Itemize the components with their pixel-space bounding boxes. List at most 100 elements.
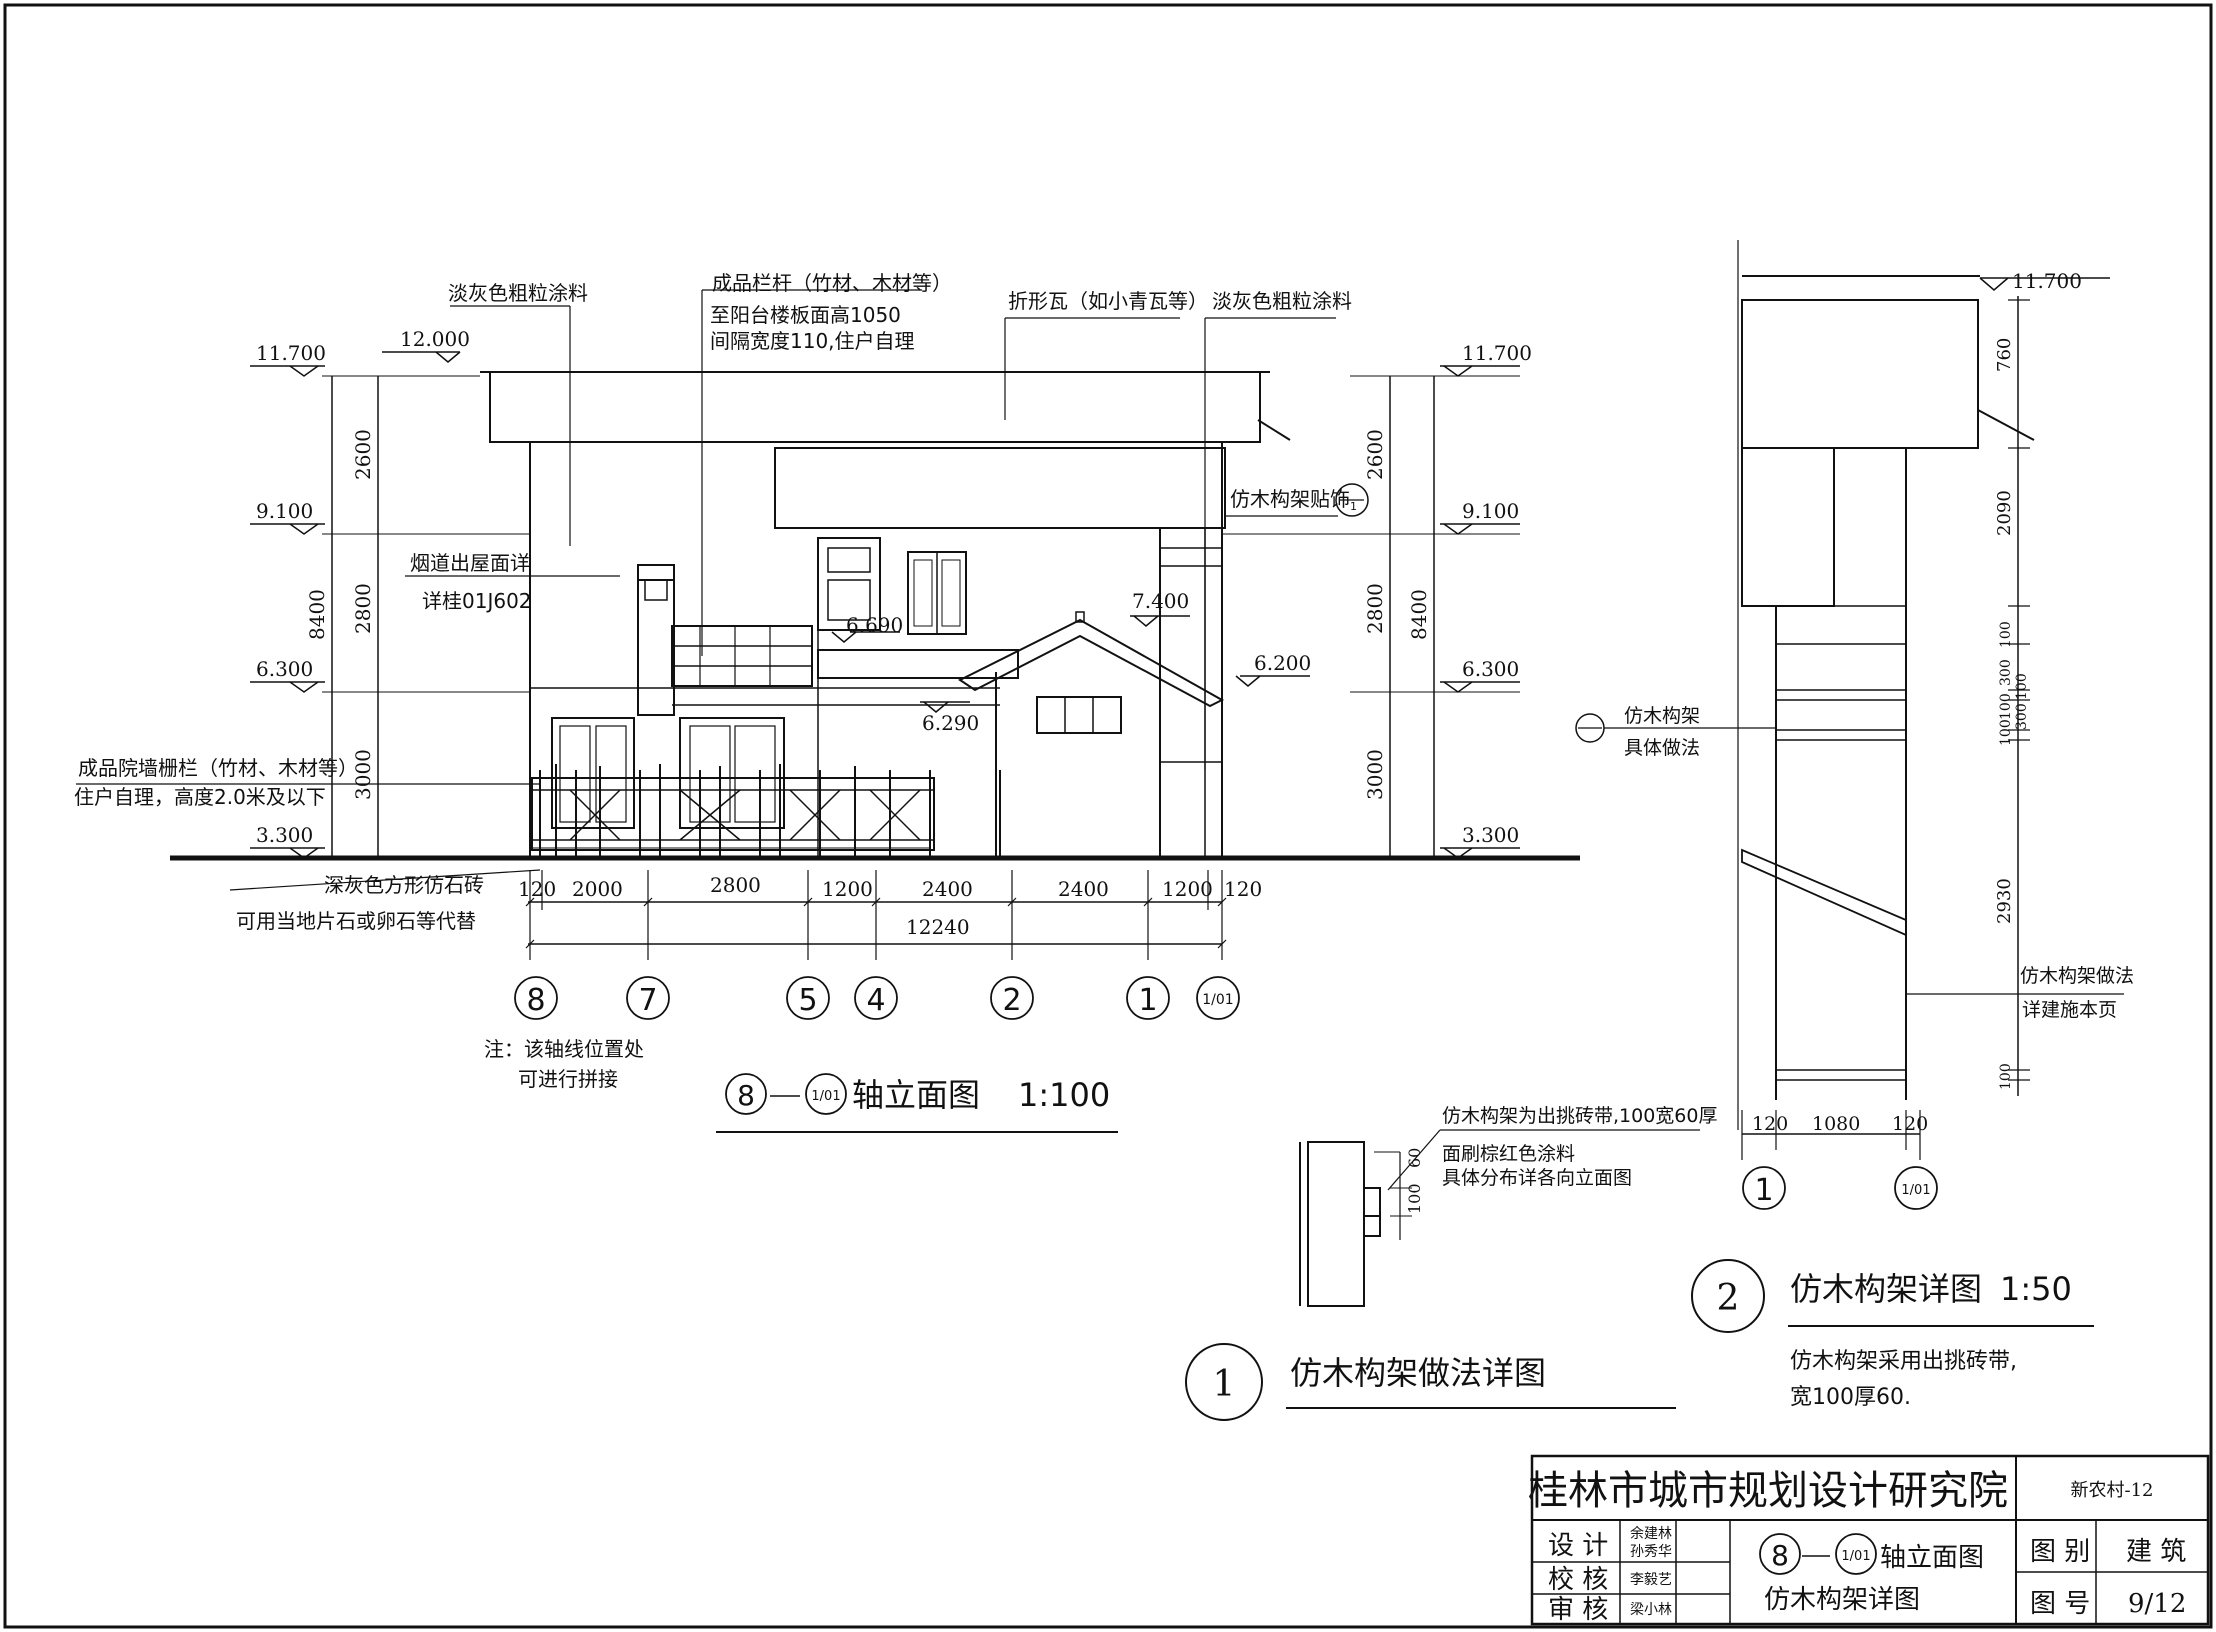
project-code: 新农村-12 [2071,1480,2154,1501]
dim-text: 100 [1998,1063,2014,1090]
level-mark: 7.400 [1132,589,1189,613]
dim-text: 100 [2014,673,2030,700]
dim-text: 120 [518,877,556,901]
level-mark: 11.700 [256,341,326,365]
detail1-number: 1 [1213,1364,1236,1405]
dim-text: 1200 [822,877,873,901]
callout-label: 具体做法 [1624,737,1700,759]
note-coating: 淡灰色粗粒涂料 [448,281,588,305]
note-plinth: 深灰色方形仿石砖 [324,873,484,897]
detail2-scale: 1:50 [2000,1270,2072,1308]
level-mark: 3.300 [256,823,313,847]
dim-text: 300 [2014,703,2030,730]
title-block: 桂林市城市规划设计研究院 新农村-12 设 计 余建林 孙秀华 校 核 李毅艺 … [1528,1454,2210,1626]
axis-label: 1/01 [1901,1183,1930,1198]
drawing-name: 仿木构架详图 [1764,1585,1920,1615]
note-fence: 住户自理，高度2.0米及以下 [74,785,326,809]
detail2-roof [1741,299,1979,449]
detail1-note: 面刷棕红色涂料 [1442,1143,1575,1165]
checker-name: 李毅艺 [1630,1571,1672,1588]
dim-text: 100 [1998,621,2014,648]
elevation-scale: 1:100 [1018,1076,1110,1114]
level-mark: 9.100 [1462,499,1519,523]
axis-label: 7 [638,983,657,1018]
axis-label: 4 [866,983,885,1018]
dim-text: 120 [1892,1113,1928,1135]
dim-text: 2000 [572,877,623,901]
dim-text: 2090 [1994,490,2015,536]
detail1-note: 仿木构架为出挑砖带,100宽60厚 [1442,1105,1717,1127]
upper-roof-band [774,447,1226,529]
dim-text: 2800 [710,873,761,897]
dim-text: 2400 [1058,877,1109,901]
dim-text: 100 [1405,1183,1424,1214]
level-mark: 6.690 [846,613,903,637]
upper-railing [817,649,1019,679]
dim-text: 1200 [1162,877,1213,901]
dim-text: 300 [1998,659,2014,686]
reviewer-name: 梁小林 [1630,1602,1672,1618]
dim-text: 8400 [1407,589,1431,640]
axis-label: 1 [1754,1173,1773,1208]
note-coating: 淡灰色粗粒涂料 [1212,289,1352,313]
callout-label: 仿木构架 [1624,705,1700,727]
plinth [529,847,931,859]
balcony-railing [671,625,813,687]
level-mark: 11.700 [2012,269,2082,293]
dim-text: 2930 [1994,878,2015,924]
level-mark: 11.700 [1462,341,1532,365]
dim-text: 2800 [351,583,375,634]
axis-label: 1 [1138,983,1157,1018]
elevation-title: 轴立面图 [852,1076,980,1114]
note-railing: 至阳台楼板面高1050 [710,303,901,327]
yard-fence [531,764,1001,858]
detail1-note: 具体分布详各向立面图 [1442,1167,1632,1189]
dim-text: 1080 [1812,1113,1860,1135]
note-roof: 折形瓦（如小青瓦等） [1008,289,1208,313]
axis-label: 8 [526,983,545,1018]
level-mark: 6.300 [256,657,313,681]
ground-door [551,717,635,829]
main-roof [489,371,1261,443]
tag-circle-num: 1 [1350,500,1357,513]
ground-door [679,717,785,829]
drawing-name: 轴立面图 [1880,1543,1984,1573]
chimney [637,564,675,716]
title-axis-from: 8 [737,1079,755,1112]
dim-text: 2600 [1363,429,1387,480]
note-railing: 成品栏杆（竹材、木材等） [712,271,952,295]
dim-text: 12240 [906,915,970,939]
detail-1-drawing: 60 100 仿木构架为出挑砖带,100宽60厚 面刷棕红色涂料 具体分布详各向… [1185,1105,1717,1421]
dim-text: 100 [1998,719,2014,746]
detail1-title: 仿木构架做法详图 [1290,1354,1546,1392]
note-frame: 仿木构架贴饰 [1230,487,1350,511]
category-label: 图 别 [2030,1537,2090,1567]
drawing-axis-from: 8 [1771,1539,1789,1572]
dim-text: 2600 [351,429,375,480]
dim-text: 3000 [1363,749,1387,800]
annex-window [1036,696,1122,734]
note-fence: 成品院墙栅栏（竹材、木材等） [78,756,358,780]
dim-text: 760 [1994,338,2015,372]
level-mark: 6.290 [922,711,979,735]
detail2-note: 宽100厚60. [1790,1385,1911,1410]
axis-label: 2 [1002,983,1021,1018]
sheet-border [3,3,2213,1629]
axis-note: 可进行拼接 [518,1067,618,1091]
dim-text: 120 [1224,877,1262,901]
method-note: 仿木构架做法 [2020,965,2134,987]
axis-label: 1/01 [1202,992,1233,1008]
upper-window [817,537,881,631]
designer-name: 孙秀华 [1630,1544,1672,1560]
level-mark: 3.300 [1462,823,1519,847]
note-chimney: 详桂01J602 [422,589,532,613]
detail2-number: 2 [1717,1278,1740,1319]
title-axis-to: 1/01 [811,1089,840,1104]
tag-circle [1335,483,1369,517]
number-value: 9/12 [2128,1589,2186,1619]
dim-text: 2800 [1363,583,1387,634]
note-railing: 间隔宽度110,住户自理 [710,329,915,353]
note-plinth: 可用当地片石或卵石等代替 [236,909,476,933]
detail2-title: 仿木构架详图 [1790,1270,1982,1308]
